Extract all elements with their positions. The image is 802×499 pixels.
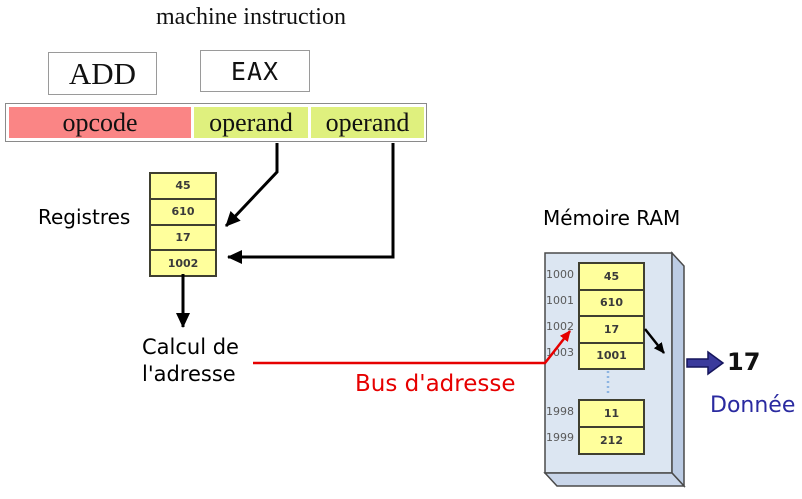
address-bus-label: Bus d'adresse (355, 371, 516, 397)
data-output-arrow (686, 350, 725, 376)
instruction-format-bar: opcode operand operand (5, 103, 427, 142)
address-calc-line2: l'adresse (142, 362, 236, 386)
opcode-field: opcode (9, 107, 191, 138)
operand2-field: operand (311, 107, 424, 138)
operand-register-box: EAX (200, 50, 310, 92)
register-cell: 610 (151, 200, 215, 226)
register-stack: 45 610 17 1002 (149, 172, 217, 277)
arrow-address-bus (253, 330, 571, 365)
register-cell: 45 (151, 174, 215, 200)
operand-register-label: EAX (230, 56, 280, 86)
arrow-operand1-to-register (224, 143, 279, 228)
address-calc-label: Calcul de l'adresse (142, 334, 239, 388)
ram-cell: 1001 (596, 349, 627, 363)
opcode-mnemonic-box: ADD (48, 52, 157, 95)
ram-title: Mémoire RAM (543, 206, 681, 230)
ram-cell: 11 (580, 401, 643, 428)
ram-address: 1003 (546, 346, 574, 359)
ram-cell: 610 (580, 291, 643, 317)
ram-address: 1998 (546, 405, 574, 418)
operand1-field: operand (194, 107, 308, 138)
ram-cell-stack-bottom: 11 212 (578, 399, 645, 455)
ram-cell: 212 (600, 434, 623, 447)
ram-side-face (671, 251, 685, 488)
diagram-title: machine instruction (156, 4, 346, 30)
registers-label: Registres (38, 205, 131, 229)
ram-address: 1999 (546, 431, 574, 444)
address-calc-line1: Calcul de (142, 335, 239, 359)
output-data-value: 17 (727, 348, 761, 376)
output-data-label: Donnée (710, 393, 796, 418)
ram-cell: 17 (580, 317, 643, 344)
arrow-operand2-to-register (227, 143, 395, 264)
ram-cell: 45 (580, 264, 643, 291)
ram-cell-stack-top: 45 610 17 1001 (578, 262, 645, 370)
ram-bottom-face (543, 472, 686, 487)
ram-address: 1002 (546, 320, 574, 333)
register-cell: 1002 (167, 256, 199, 270)
opcode-mnemonic-label: ADD (68, 55, 137, 91)
ram-address: 1000 (546, 268, 574, 281)
ram-address: 1001 (546, 294, 574, 307)
register-cell: 17 (151, 226, 215, 252)
arrow-ram-to-data-out (644, 328, 665, 354)
